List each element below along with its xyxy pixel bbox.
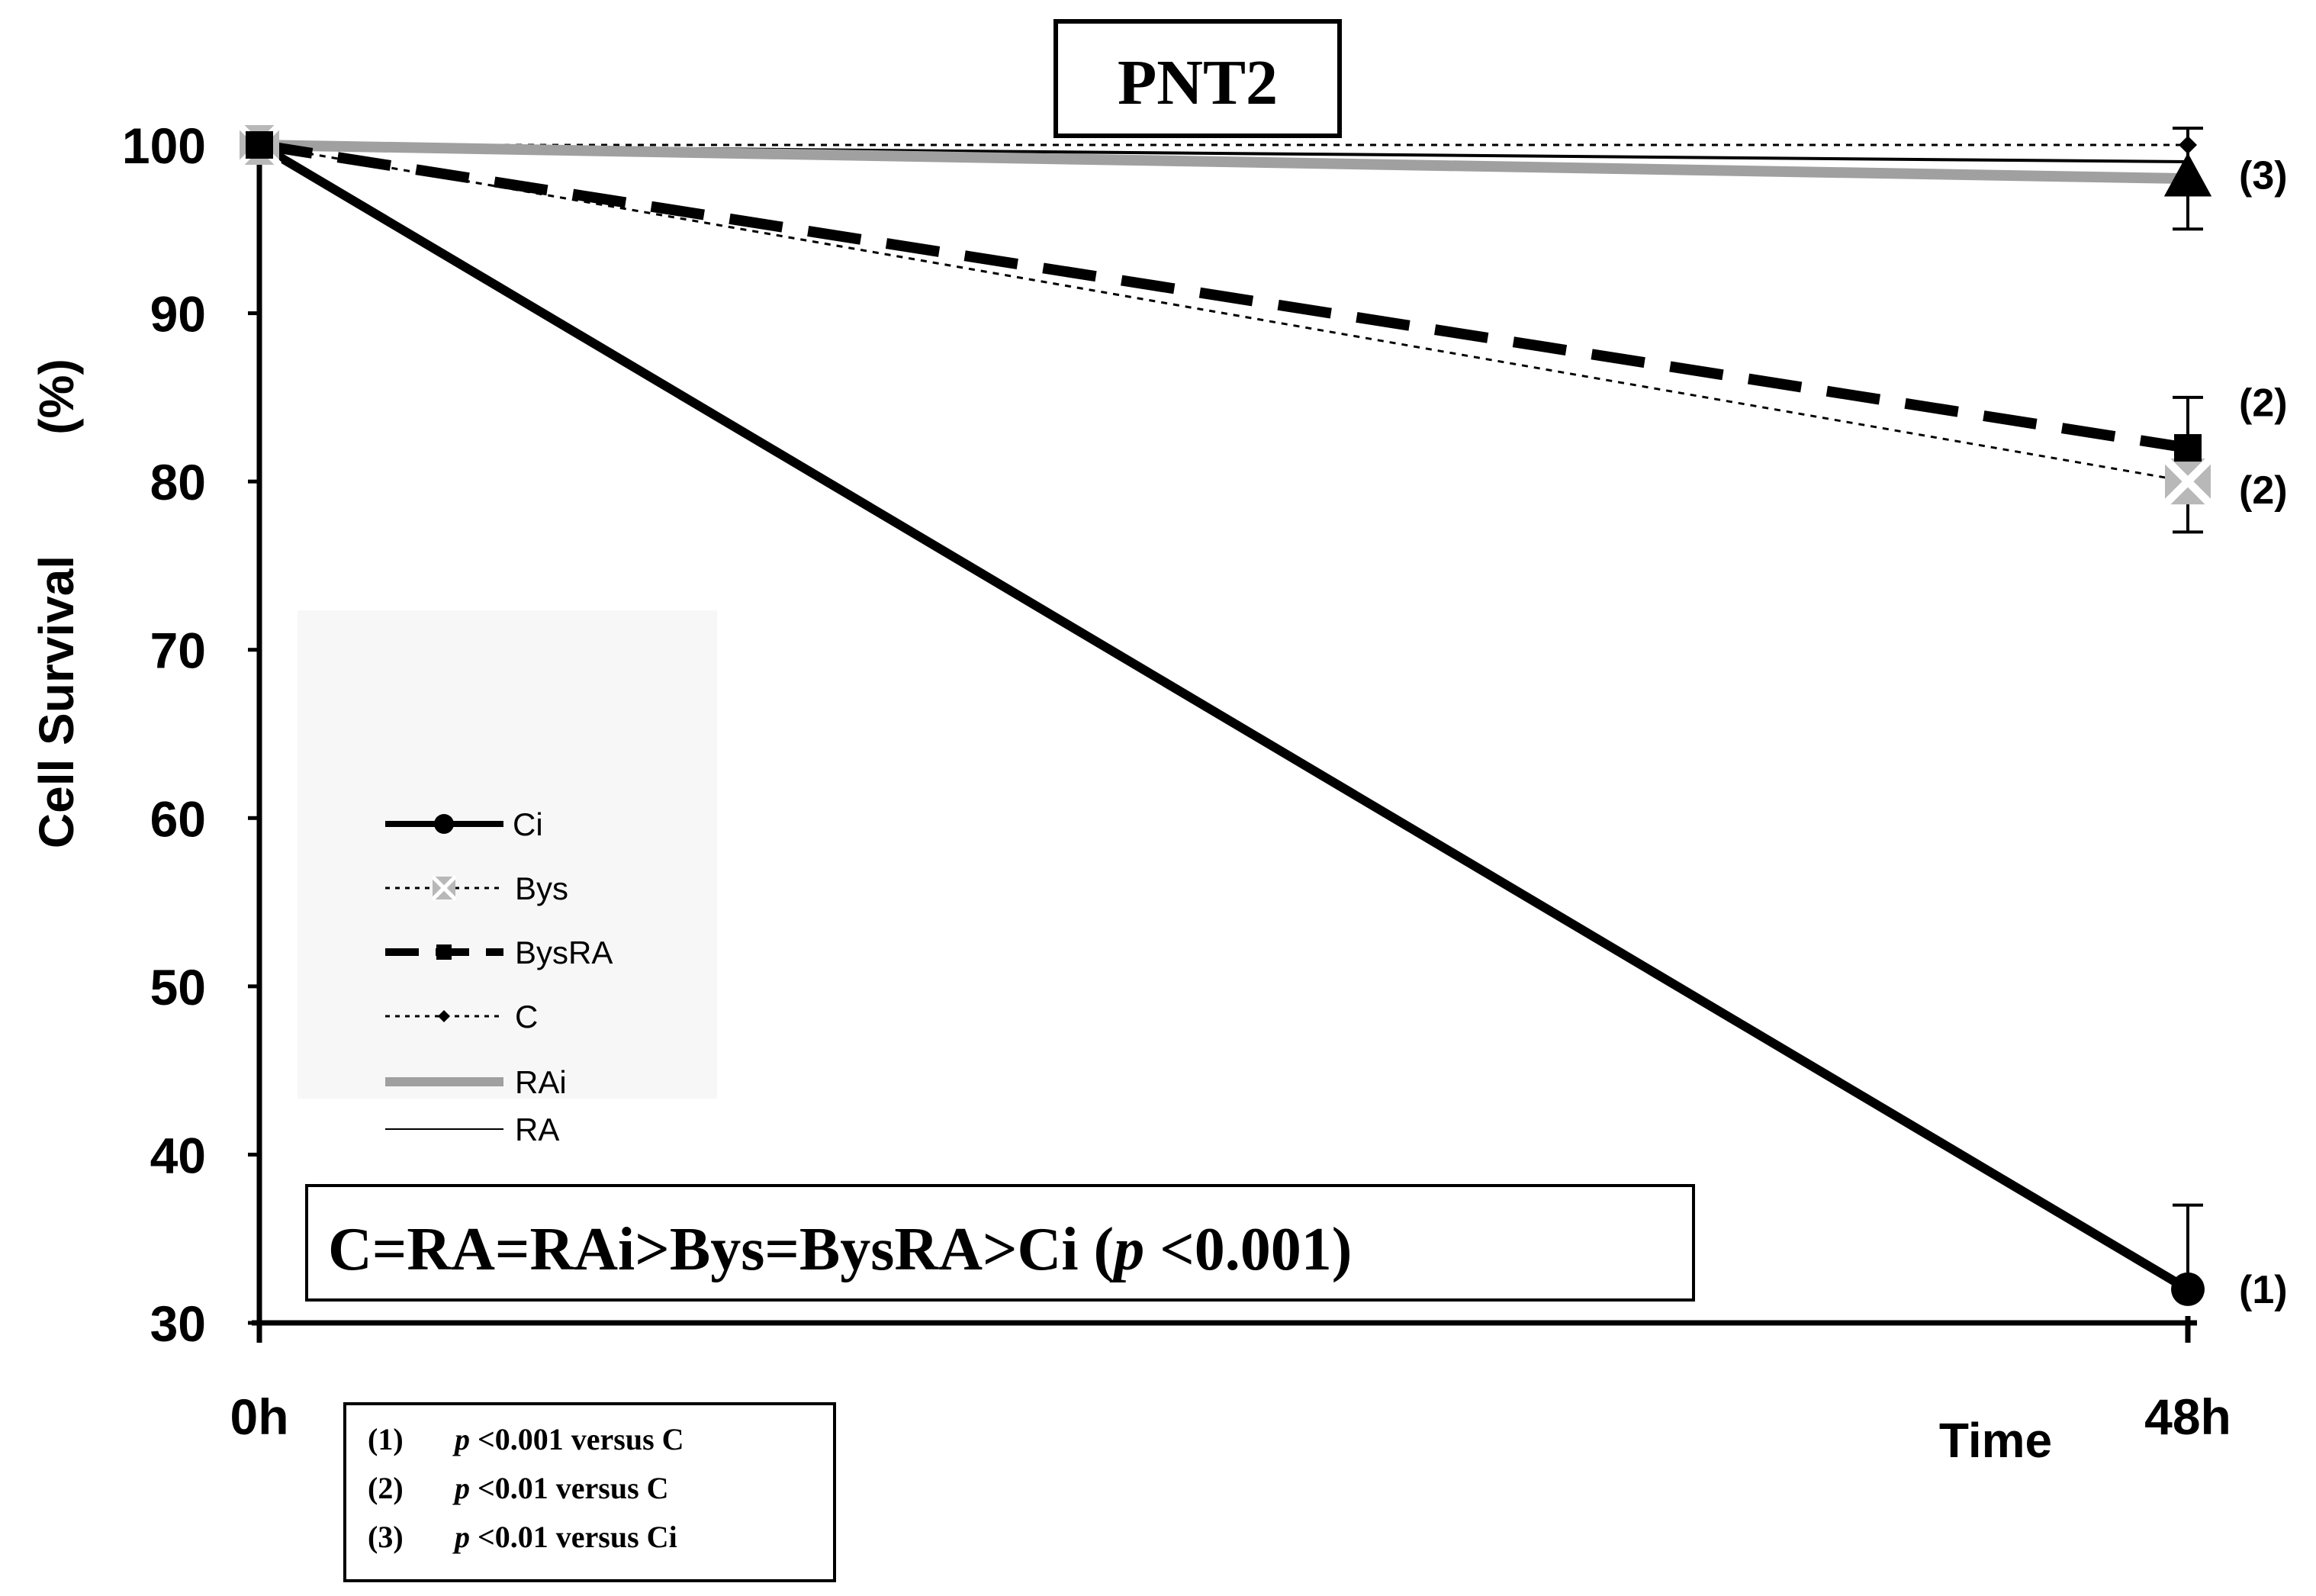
note-line: (1) p <0.001 versus C bbox=[368, 1422, 684, 1456]
y-axis-unit: (%) bbox=[29, 359, 84, 435]
note-text: <0.001 versus C bbox=[470, 1422, 684, 1456]
series-lines bbox=[256, 140, 2191, 1294]
legend-label: RAi bbox=[515, 1064, 567, 1100]
legend-label: RA bbox=[515, 1112, 559, 1147]
annotations: (1) (2) (2) (3) bbox=[2239, 154, 2288, 1312]
series-line-bys bbox=[259, 143, 2189, 483]
legend-marker bbox=[436, 944, 452, 960]
note-p: p bbox=[452, 1422, 470, 1456]
point-48h-rai bbox=[2163, 153, 2212, 197]
y-ticks: 30 40 50 60 70 80 90 100 bbox=[122, 117, 259, 1352]
comparison-suffix: <0.001) bbox=[1144, 1216, 1352, 1283]
x-ticks: 0h 48h bbox=[230, 1388, 2231, 1445]
y-tick-label: 40 bbox=[150, 1127, 206, 1183]
annotation-rai: (3) bbox=[2239, 154, 2288, 198]
error-bars bbox=[2173, 126, 2203, 1289]
annotation-ci: (1) bbox=[2239, 1268, 2288, 1312]
note-p: p bbox=[452, 1471, 470, 1505]
legend-label: Bys bbox=[515, 870, 568, 906]
title-box: PNT2 bbox=[1053, 19, 1342, 138]
x-axis-label: Time bbox=[1939, 1413, 2052, 1468]
series-line-rai bbox=[259, 140, 2189, 185]
y-tick-label: 70 bbox=[150, 623, 206, 679]
y-tick-label: 90 bbox=[150, 286, 206, 343]
legend-item-bys: Bys bbox=[385, 870, 568, 906]
note-number: (3) bbox=[368, 1520, 404, 1554]
y-tick-label: 80 bbox=[150, 454, 206, 510]
point-48h-c bbox=[2179, 136, 2197, 154]
point-48h-ci bbox=[2171, 1272, 2205, 1306]
comparison-prefix: C=RA=RAi>Bys=BysRA>Ci ( bbox=[328, 1216, 1114, 1283]
legend-item-rai: RAi bbox=[385, 1064, 567, 1100]
legend-label: BysRA bbox=[515, 935, 613, 970]
legend-item-ci: Ci bbox=[385, 806, 543, 842]
x-tick-label: 0h bbox=[230, 1388, 288, 1445]
note-number: (1) bbox=[368, 1422, 404, 1456]
series-line-ci bbox=[256, 140, 2191, 1294]
note-text: <0.01 versus Ci bbox=[470, 1520, 677, 1554]
legend-item-ra: RA bbox=[385, 1112, 559, 1147]
note-line: (2) p <0.01 versus C bbox=[368, 1471, 669, 1505]
chart-title: PNT2 bbox=[1118, 47, 1278, 118]
legend-item-c: C bbox=[385, 999, 538, 1035]
legend-item-bysra: BysRA bbox=[385, 935, 613, 970]
y-tick-label: 60 bbox=[150, 790, 206, 847]
note-number: (2) bbox=[368, 1471, 404, 1505]
y-tick-label: 100 bbox=[122, 117, 206, 174]
comparison-text: C=RA=RAi>Bys=BysRA>Ci (p <0.001) bbox=[328, 1216, 1352, 1283]
legend-label: Ci bbox=[513, 806, 543, 842]
legend-marker bbox=[438, 1010, 450, 1022]
notes-box: (1)p <0.001 versus C(2)p <0.01 versus C(… bbox=[343, 1402, 836, 1582]
y-tick-label: 30 bbox=[150, 1295, 206, 1352]
point-start-bysra bbox=[246, 131, 273, 159]
note-line: (3) p <0.01 versus Ci bbox=[368, 1520, 677, 1554]
comparison-p: p bbox=[1109, 1216, 1144, 1283]
legend-marker bbox=[431, 875, 457, 901]
note-text: <0.01 versus C bbox=[470, 1471, 669, 1505]
note-p: p bbox=[452, 1520, 470, 1554]
point-48h-bysra bbox=[2174, 434, 2202, 462]
annotation-bys: (2) bbox=[2239, 468, 2288, 513]
y-axis-label: Cell Survival bbox=[29, 555, 84, 848]
series-line-bysra bbox=[258, 140, 2189, 453]
comparison-box: C=RA=RAi>Bys=BysRA>Ci (p <0.001) bbox=[305, 1184, 1695, 1302]
x-tick-label: 48h bbox=[2144, 1388, 2231, 1445]
annotation-bysra: (2) bbox=[2239, 381, 2288, 425]
legend-label: C bbox=[515, 999, 538, 1035]
y-axis-title: Cell Survival (%) bbox=[29, 359, 84, 848]
series-markers bbox=[236, 122, 2214, 1306]
y-tick-label: 50 bbox=[150, 959, 206, 1015]
legend-marker bbox=[434, 814, 454, 834]
point-48h-bys bbox=[2162, 455, 2214, 507]
